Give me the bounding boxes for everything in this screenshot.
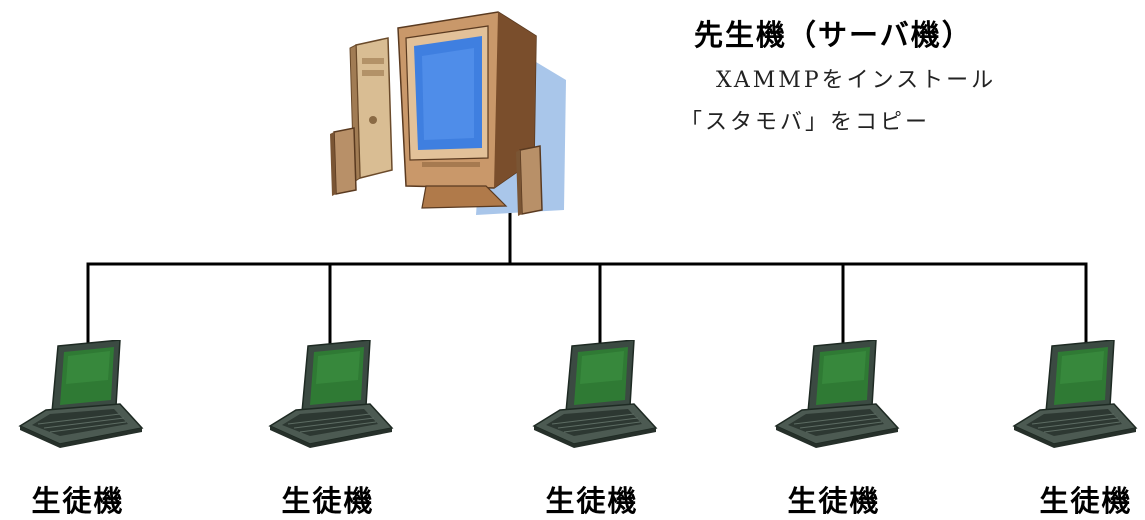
- laptop-icon: [266, 339, 398, 448]
- client-label: 生徒機: [545, 484, 639, 518]
- client-label: 生徒機: [787, 484, 881, 518]
- desktop-computer-icon: [330, 11, 566, 216]
- laptop-icon: [16, 339, 148, 448]
- laptop-icon: [772, 339, 904, 448]
- client-label: 生徒機: [31, 484, 125, 518]
- server-note-install: XAMMPをインストール: [716, 68, 997, 93]
- laptop-icon: [1010, 339, 1142, 448]
- client-label: 生徒機: [1039, 484, 1133, 518]
- server-note-copy: 「スタモバ」をコピー: [680, 110, 931, 135]
- client-label: 生徒機: [281, 484, 375, 518]
- laptop-icon: [530, 339, 662, 448]
- server-title: 先生機（サーバ機）: [694, 18, 973, 52]
